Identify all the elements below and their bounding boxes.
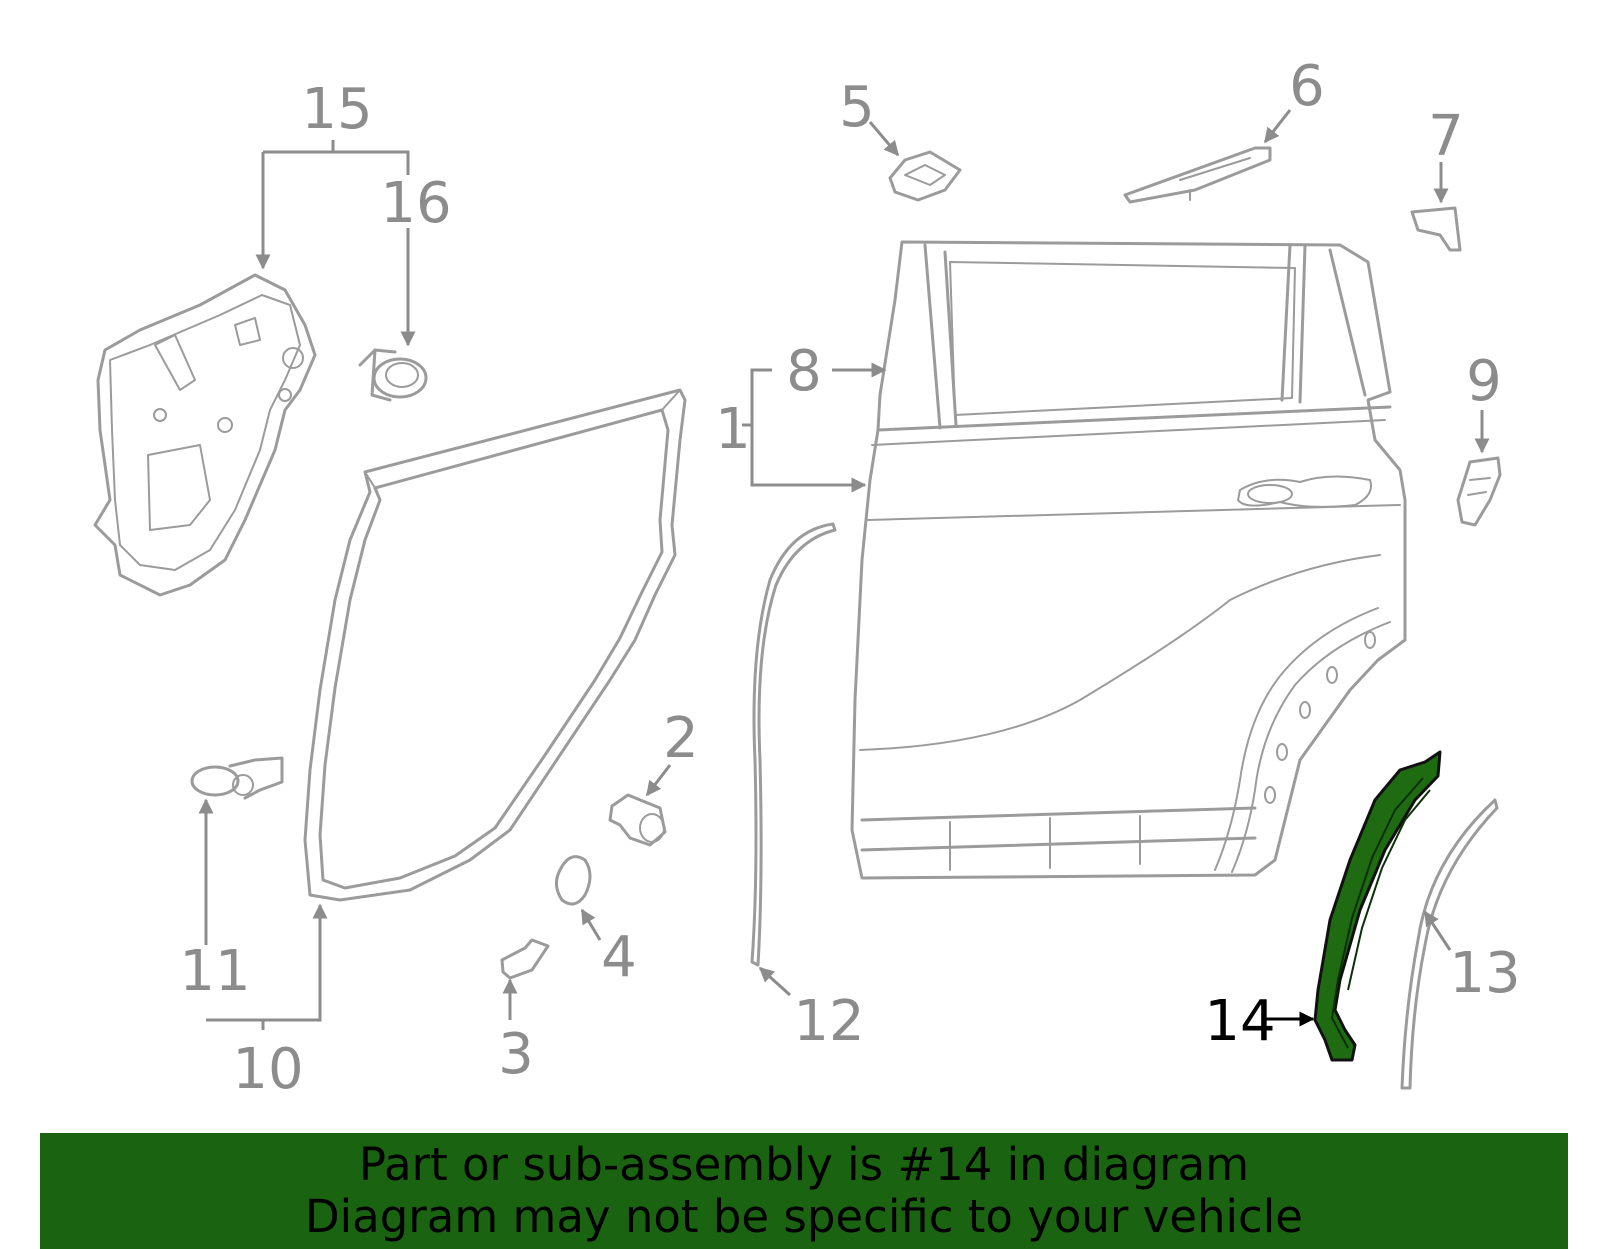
callout-16: 16 [380,171,451,236]
part-11-clip [190,756,284,800]
part-9-cap [1456,456,1502,527]
leader-10 [206,903,328,1022]
info-banner: Part or sub-assembly is #14 in diagram D… [40,1133,1568,1249]
callout-labels: 15 16 5 6 7 8 1 9 2 4 11 10 3 12 13 14 [179,54,1520,1102]
part-3-bracket [500,938,550,980]
callout-13: 13 [1449,941,1520,1006]
leader-2 [645,764,672,797]
callout-7: 7 [1428,104,1464,169]
part-5-clip [888,150,962,202]
part-4-plug [555,855,592,906]
callout-11: 11 [179,939,250,1004]
leader-4 [580,908,602,941]
callout-6: 6 [1289,54,1325,119]
part-12-weatherstrip [750,522,837,967]
callout-12: 12 [793,989,864,1054]
callout-8: 8 [786,339,822,404]
callout-14: 14 [1204,989,1275,1054]
part-1-door-panel [850,240,1407,880]
callout-1: 1 [715,397,751,462]
callout-2: 2 [663,706,699,771]
callout-5: 5 [839,75,875,140]
part-7-cover [1410,206,1462,252]
callout-4: 4 [601,925,637,990]
leader-12 [758,966,792,997]
part-14-highlighted [1313,750,1442,1062]
leader-6 [1263,109,1292,144]
leader-1 [750,368,867,493]
leader-13 [1423,910,1452,951]
banner-line-disclaimer: Diagram may not be specific to your vehi… [305,1190,1303,1243]
part-2-stopper [608,793,667,847]
leader-5 [868,121,900,157]
part-13-molding [1400,798,1499,1090]
part-10-weatherstrip [303,388,687,902]
callout-15: 15 [301,77,372,142]
part-15-service-hole-cover [93,273,317,597]
callout-3: 3 [498,1022,534,1087]
callout-9: 9 [1466,349,1502,414]
leader-lines [198,109,1490,1030]
part-6-garnish [1123,146,1272,204]
part-16-clip [358,348,428,402]
leader-15-bracket [263,150,410,175]
banner-line-part-number: Part or sub-assembly is #14 in diagram [358,1138,1250,1191]
callout-10: 10 [232,1037,303,1102]
